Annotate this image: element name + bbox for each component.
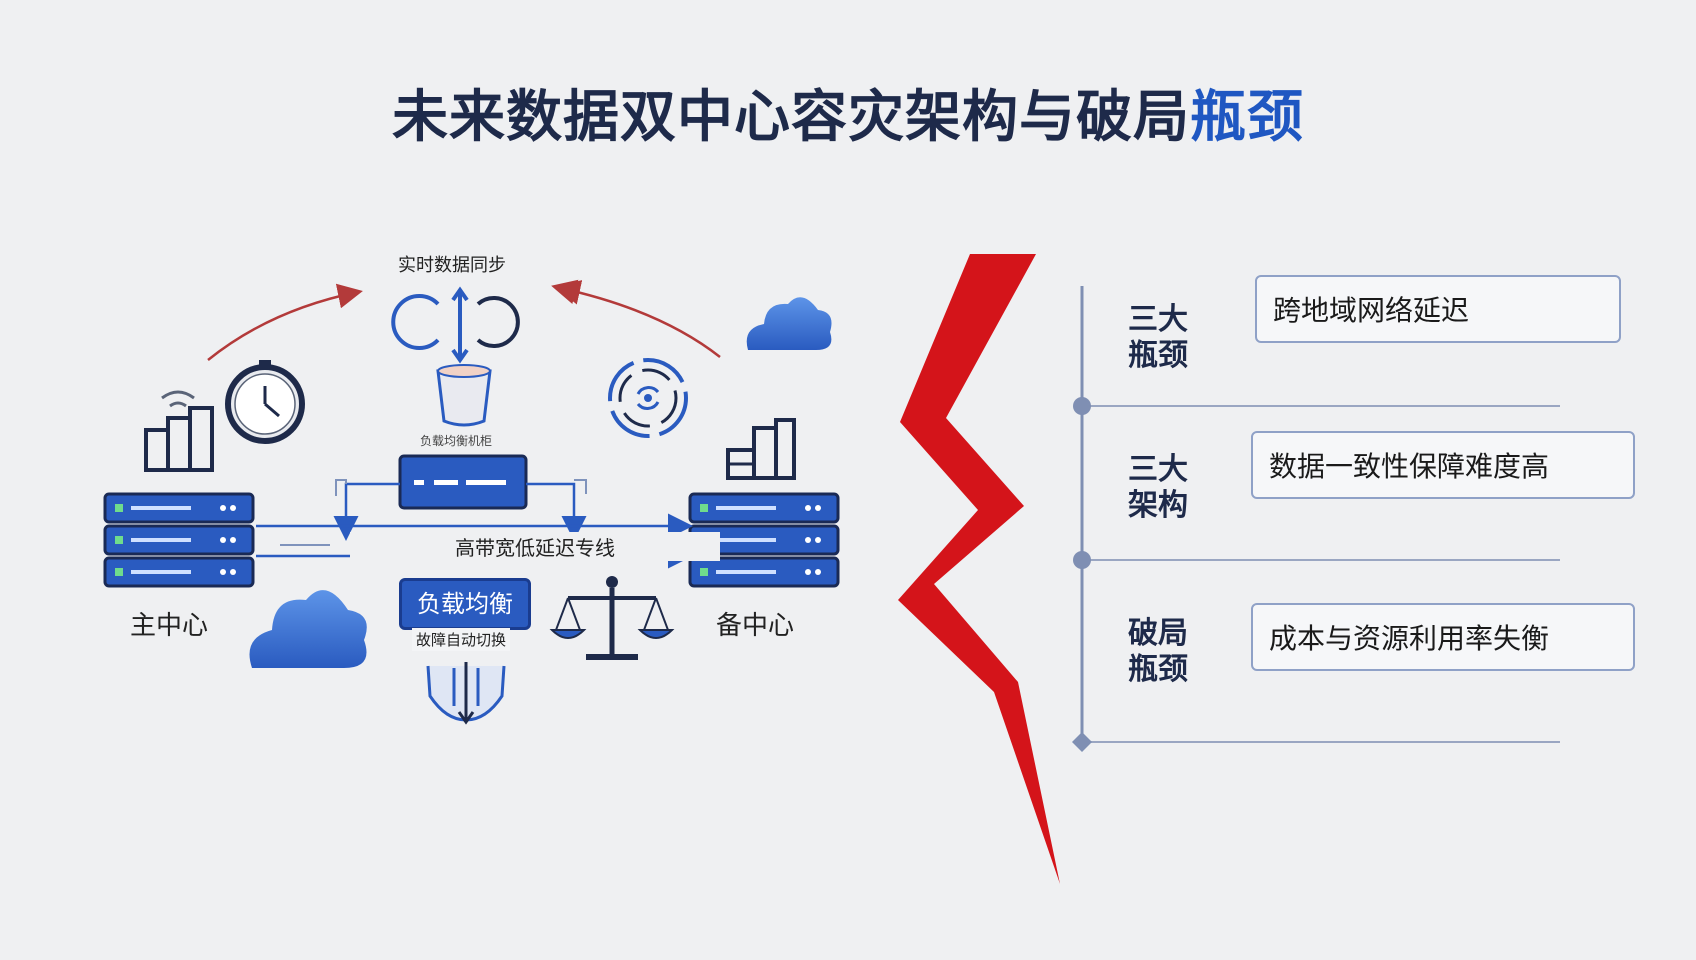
wifi-building-icon — [144, 390, 214, 472]
issue-box-3: 成本与资源利用率失衡 — [1251, 603, 1635, 671]
red-crack — [898, 254, 1060, 884]
category-1: 三大 瓶颈 — [1128, 302, 1198, 374]
category-3-line1: 破局 — [1128, 616, 1188, 651]
category-2-line1: 三大 — [1128, 452, 1188, 487]
cloud-icon-large — [249, 590, 367, 668]
category-1-line2: 瓶颈 — [1128, 338, 1188, 373]
category-2-line2: 架构 — [1128, 488, 1188, 523]
category-2: 三大 架构 — [1128, 452, 1198, 524]
sync-arrows — [207, 279, 721, 361]
backup-center-label: 备中心 — [716, 611, 795, 641]
category-3-line2: 瓶颈 — [1128, 652, 1188, 687]
page-title: 未来数据双中心容灾架构与破局瓶颈 — [0, 72, 1696, 153]
issue-box-2: 数据一致性保障难度高 — [1251, 431, 1635, 499]
sync-icon — [391, 286, 520, 364]
link-label: 高带宽低延迟专线 — [350, 532, 720, 561]
main-center-label: 主中心 — [130, 611, 209, 641]
sync-label: 实时数据同步 — [398, 255, 506, 276]
download-arrow-icon — [426, 662, 506, 725]
failover-label: 故障自动切换 — [412, 628, 511, 651]
issue-box-1: 跨地域网络延迟 — [1255, 275, 1621, 343]
scale-icon — [549, 576, 675, 660]
database-cup-icon — [436, 364, 492, 427]
target-refresh-icon — [608, 358, 688, 438]
main-server-rack — [103, 492, 255, 588]
title-main: 未来数据双中心容灾架构与破局 — [392, 85, 1190, 150]
building-icon — [726, 418, 796, 480]
category-3: 破局 瓶颈 — [1128, 616, 1198, 688]
category-1-line1: 三大 — [1128, 302, 1188, 337]
central-device — [398, 454, 528, 510]
clock-icon — [225, 360, 305, 444]
backup-server-rack — [688, 492, 840, 588]
top-device-label: 负载均衡机柜 — [420, 434, 493, 448]
load-balance-box: 负载均衡 — [399, 578, 531, 630]
cloud-icon — [746, 297, 832, 350]
timeline — [1072, 286, 1560, 752]
title-highlight: 瓶颈 — [1190, 85, 1304, 150]
